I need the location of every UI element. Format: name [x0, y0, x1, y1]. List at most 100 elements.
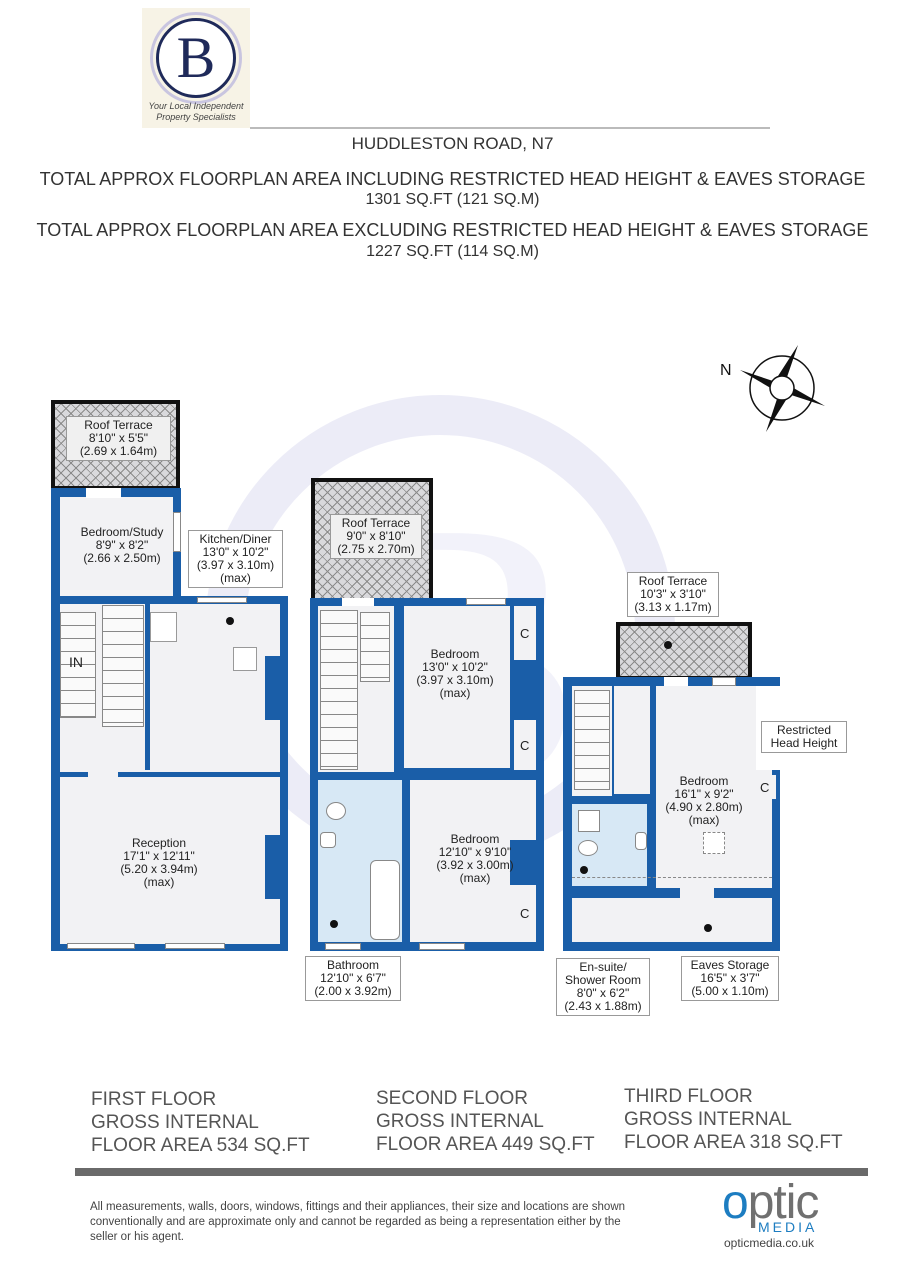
floor-name: FIRST FLOOR: [91, 1089, 217, 1110]
reception-partition-wall: [60, 772, 280, 777]
tagline-line1: Your Local Independent: [148, 101, 244, 111]
room-imperial: 16'5" x 3'7": [700, 971, 760, 985]
second-chimney-breast: [510, 840, 536, 885]
compass-rose-icon: [740, 345, 825, 432]
room-metric: (2.43 x 1.88m): [564, 999, 642, 1013]
second-rear-window: [466, 598, 506, 605]
second-front-window: [419, 943, 465, 950]
room-metric: (3.97 x 3.10m): [196, 558, 275, 572]
basin-icon: [320, 832, 336, 848]
restricted-head-height-line: [572, 877, 772, 878]
first-stairs-upper: [102, 605, 144, 727]
shower-tray-icon: [578, 810, 600, 832]
eaves-storage-floor: [572, 898, 772, 942]
logo-o: o: [722, 1176, 749, 1229]
ensuite-toilet-icon: [578, 840, 598, 856]
second-cupboard-top: [514, 606, 536, 660]
second-rear-bedroom-label: Bedroom 13'0" x 10'2" (3.97 x 3.10m) (ma…: [405, 648, 505, 700]
third-terrace-door-opening: [664, 677, 688, 686]
room-name: Reception: [131, 836, 187, 850]
room-imperial: 17'1" x 12'11": [123, 849, 195, 863]
reception-chimney-breast: [265, 835, 280, 899]
floor-gia-label: GROSS INTERNAL: [624, 1109, 792, 1130]
room-metric: (5.20 x 3.94m): [120, 862, 198, 876]
restricted-head-height-label: Restricted Head Height: [761, 721, 847, 753]
room-imperial: 8'9" x 8'2": [95, 538, 149, 552]
floor-gia-label: GROSS INTERNAL: [376, 1111, 544, 1132]
room-imperial: 12'10" x 9'10": [438, 845, 512, 859]
logo-ptic: ptic: [747, 1176, 820, 1229]
third-bedroom-label: Bedroom 16'1" x 9'2" (4.90 x 2.80m) (max…: [654, 775, 754, 827]
toilet-icon: [326, 802, 346, 820]
room-imperial: 12'10" x 6'7": [320, 971, 386, 985]
compass-north-label: N: [720, 362, 732, 379]
room-imperial: 10'3" x 3'10": [640, 587, 706, 601]
second-rear-bedroom-floor: [404, 606, 510, 768]
property-address: HUDDLESTON ROAD, N7: [351, 134, 554, 153]
room-name: Bathroom: [326, 958, 380, 972]
eaves-door-opening: [680, 888, 714, 898]
third-landing-floor: [614, 686, 650, 794]
kitchen-chimney-breast: [265, 656, 280, 720]
logo-letter: B: [176, 25, 216, 90]
logo-outer-ring: [150, 12, 242, 104]
room-metric: (2.00 x 3.92m): [314, 984, 392, 998]
cupboard-label: C: [520, 738, 530, 753]
room-name: Roof Terrace: [638, 574, 708, 588]
second-front-bedroom-label: Bedroom 12'10" x 9'10" (3.92 x 3.00m) (m…: [420, 833, 530, 885]
second-roof-terrace-label: Roof Terrace 9'0" x 8'10" (2.75 x 2.70m): [330, 514, 422, 559]
eaves-light-icon: [704, 924, 712, 932]
third-bedroom-recess: [756, 770, 772, 888]
skylight-icon: [703, 832, 725, 854]
room-metric: (2.66 x 2.50m): [83, 551, 161, 565]
third-stairs: [574, 690, 610, 790]
logo-inner-ring: B: [156, 18, 236, 98]
room-metric: (3.97 x 3.10m): [416, 673, 494, 687]
restricted-line1: Restricted: [776, 723, 832, 737]
second-floor-summary: SECOND FLOOR GROSS INTERNAL FLOOR AREA 4…: [376, 1087, 595, 1156]
second-stairs-upper: [360, 612, 390, 682]
bathroom-light-icon: [330, 920, 338, 928]
room-name: En-suite/: [579, 960, 627, 974]
bedroom-study-label: Bedroom/Study 8'9" x 8'2" (2.66 x 2.50m): [66, 524, 178, 567]
floor-area: FLOOR AREA 318 SQ.FT: [624, 1132, 843, 1153]
third-bedroom-floor: [656, 686, 756, 888]
kitchen-hob-icon: [233, 647, 257, 671]
room-metric: (4.90 x 2.80m): [665, 800, 743, 814]
cupboard-label: C: [520, 906, 530, 921]
reception-window-left: [67, 943, 135, 949]
floor-name: THIRD FLOOR: [624, 1086, 753, 1107]
room-note: (max): [220, 571, 251, 585]
first-stairs-lower: [60, 612, 96, 718]
optic-media-url[interactable]: opticmedia.co.uk: [724, 1236, 815, 1250]
room-name: Roof Terrace: [341, 516, 411, 530]
room-imperial: 13'0" x 10'2": [422, 660, 488, 674]
floor-gia-label: GROSS INTERNAL: [91, 1112, 259, 1133]
first-roof-terrace-label: Roof Terrace 8'10" x 5'5" (2.69 x 1.64m): [66, 416, 171, 461]
disclaimer-text: All measurements, walls, doors, windows,…: [90, 1201, 626, 1243]
bathtub-icon: [370, 860, 400, 940]
reception-label: Reception 17'1" x 12'11" (5.20 x 3.94m) …: [100, 837, 218, 889]
room-note: (max): [143, 875, 175, 889]
total-area-excluding-value: 1227 SQ.FT (114 SQ.M): [366, 243, 539, 260]
room-name: Bedroom: [679, 774, 729, 788]
cupboard-label: C: [760, 780, 770, 795]
room-name: Eaves Storage: [690, 958, 770, 972]
bathroom-window: [325, 943, 361, 950]
kitchen-light-icon: [226, 617, 234, 625]
room-imperial: 9'0" x 8'10": [346, 529, 406, 543]
bedroom-study-floor: [60, 497, 173, 598]
third-roof-terrace-label: Roof Terrace 10'3" x 3'10" (3.13 x 1.17m…: [627, 572, 719, 617]
terrace-door-opening: [86, 488, 121, 498]
floor-area: FLOOR AREA 449 SQ.FT: [376, 1134, 595, 1155]
room-imperial: 16'1" x 9'2": [674, 787, 734, 801]
entrance-label: IN: [69, 654, 83, 670]
cupboard-label: C: [520, 626, 530, 641]
room-note: (max): [688, 813, 720, 827]
room-metric: (5.00 x 1.10m): [691, 984, 769, 998]
optic-media-logo: optic: [722, 1179, 819, 1227]
room-name: Kitchen/Diner: [199, 532, 272, 546]
reception-door-gap: [88, 772, 118, 777]
second-stairs-lower: [320, 610, 358, 770]
restricted-line2: Head Height: [770, 736, 838, 750]
